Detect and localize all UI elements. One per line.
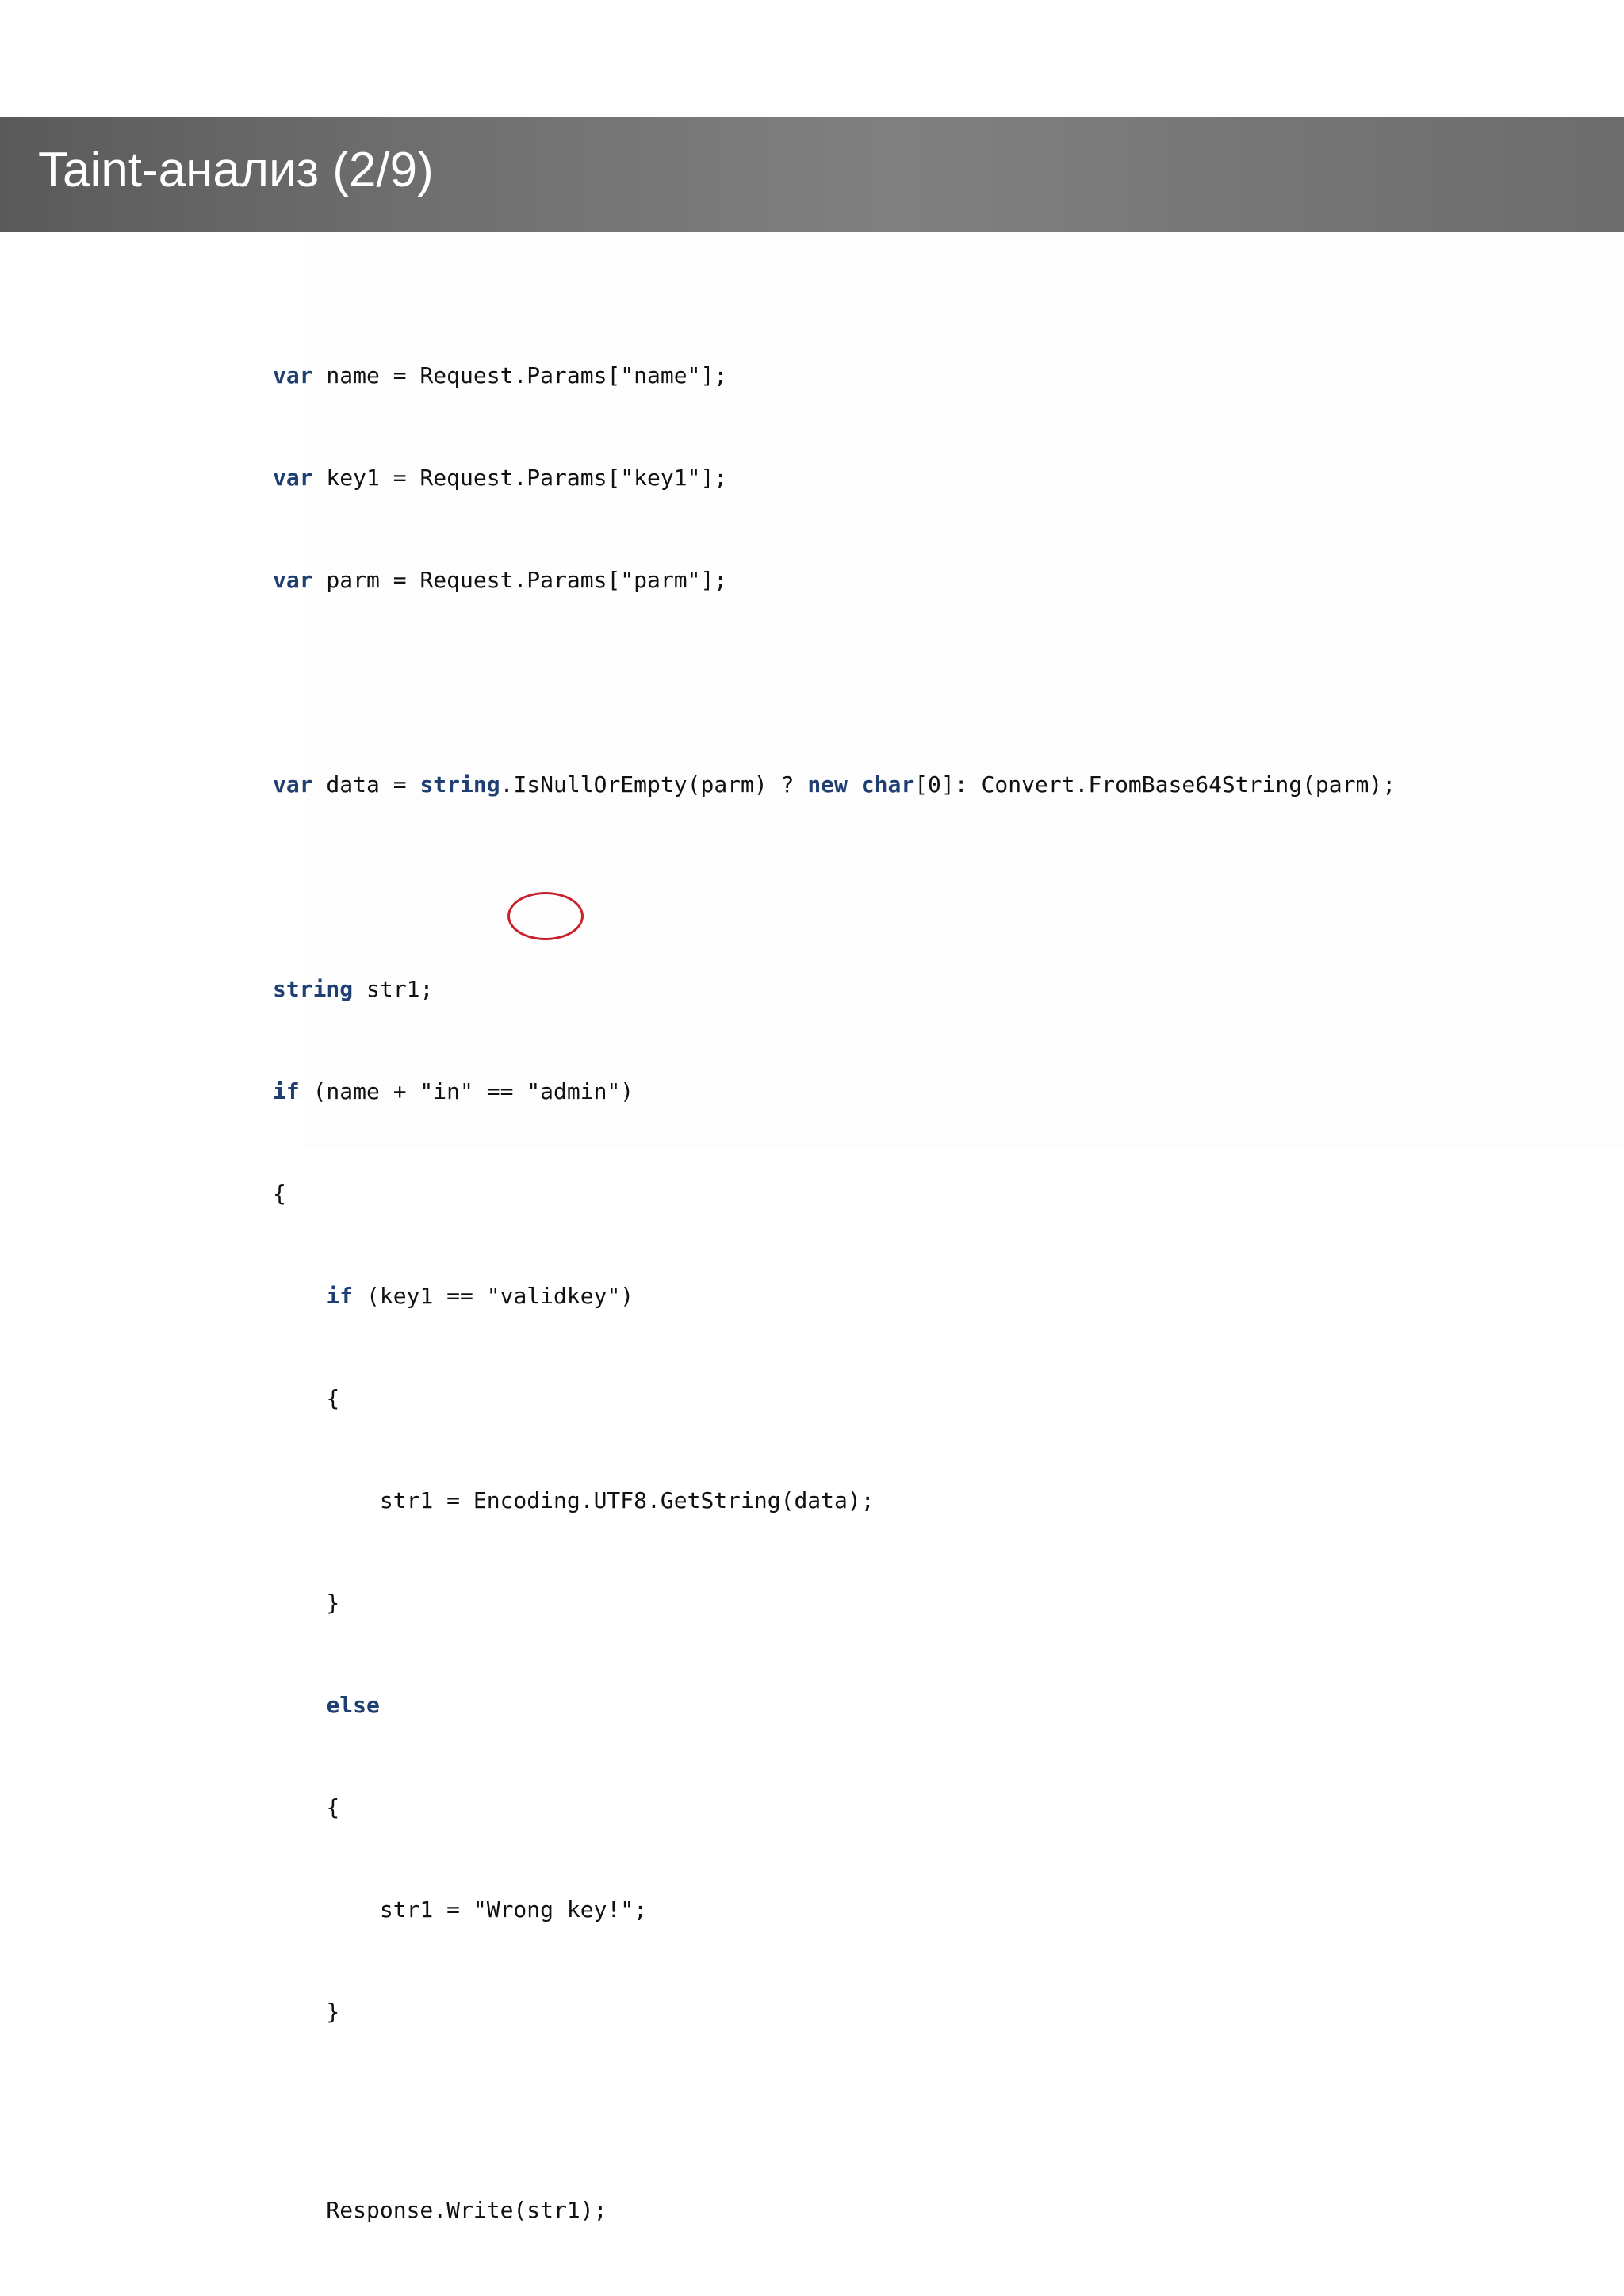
keyword: string bbox=[273, 976, 354, 1002]
code-text: .IsNullOrEmpty(parm) ? bbox=[500, 771, 808, 798]
code-line-16: str1 = "Wrong key!"; bbox=[273, 1896, 648, 1923]
keyword: if bbox=[273, 1078, 300, 1104]
code-text: parm = Request.Params["parm"]; bbox=[312, 567, 728, 593]
code-text bbox=[848, 771, 861, 798]
keyword: else bbox=[326, 1692, 380, 1718]
highlight-circle bbox=[508, 892, 584, 940]
title-bar: Taint-анализ (2/9) bbox=[0, 117, 1624, 232]
code-line-blank bbox=[273, 665, 1396, 699]
code-line-2: var key1 = Request.Params["key1"]; bbox=[273, 461, 1396, 495]
code-text: name = Request.Params["name"]; bbox=[312, 362, 728, 388]
keyword: var bbox=[273, 771, 313, 798]
code-text: key1 = Request.Params["key1"]; bbox=[312, 465, 728, 491]
code-line-13: } bbox=[273, 1590, 340, 1616]
code-line-1: var name = Request.Params["name"]; bbox=[273, 358, 1396, 392]
code-line-3: var parm = Request.Params["parm"]; bbox=[273, 563, 1396, 597]
code-line-8: if (name + "in" == "admin") bbox=[273, 1074, 1396, 1108]
keyword: new bbox=[807, 771, 848, 798]
keyword: var bbox=[273, 362, 313, 388]
code-line-blank bbox=[273, 870, 1396, 904]
code-line-9: { bbox=[273, 1181, 286, 1207]
code-line-5: var data = string.IsNullOrEmpty(parm) ? … bbox=[273, 767, 1396, 802]
keyword: var bbox=[273, 567, 313, 593]
code-text: [0]: Convert.FromBase64String(parm); bbox=[914, 771, 1396, 798]
code-line-20: } bbox=[273, 2295, 1396, 2296]
code-line-12: str1 = Encoding.UTF8.GetString(data); bbox=[273, 1487, 875, 1513]
keyword: var bbox=[273, 465, 313, 491]
code-text: (key1 == "validkey") bbox=[353, 1283, 634, 1309]
keyword: string bbox=[419, 771, 500, 798]
code-line-19: Response.Write(str1); bbox=[273, 2197, 607, 2223]
keyword: if bbox=[326, 1283, 354, 1309]
code-line-14: else bbox=[273, 1688, 1396, 1722]
code-panel bbox=[305, 232, 1624, 1148]
keyword: char bbox=[860, 771, 915, 798]
code-line-17: } bbox=[273, 1999, 340, 2025]
code-block: var name = Request.Params["name"]; var k… bbox=[273, 290, 1396, 2296]
code-line-11: { bbox=[273, 1385, 340, 1411]
code-line-15: { bbox=[273, 1794, 340, 1820]
code-text: str1; bbox=[353, 976, 434, 1002]
slide-title: Taint-анализ (2/9) bbox=[38, 143, 434, 197]
code-line-7: string str1; bbox=[273, 972, 1396, 1006]
code-line-blank bbox=[273, 2097, 1396, 2125]
code-text: (name + "in" == "admin") bbox=[299, 1078, 634, 1104]
code-line-10: if (key1 == "validkey") bbox=[273, 1279, 1396, 1313]
code-text: data = bbox=[312, 771, 420, 798]
indent bbox=[273, 1283, 326, 1309]
indent bbox=[273, 1692, 326, 1718]
